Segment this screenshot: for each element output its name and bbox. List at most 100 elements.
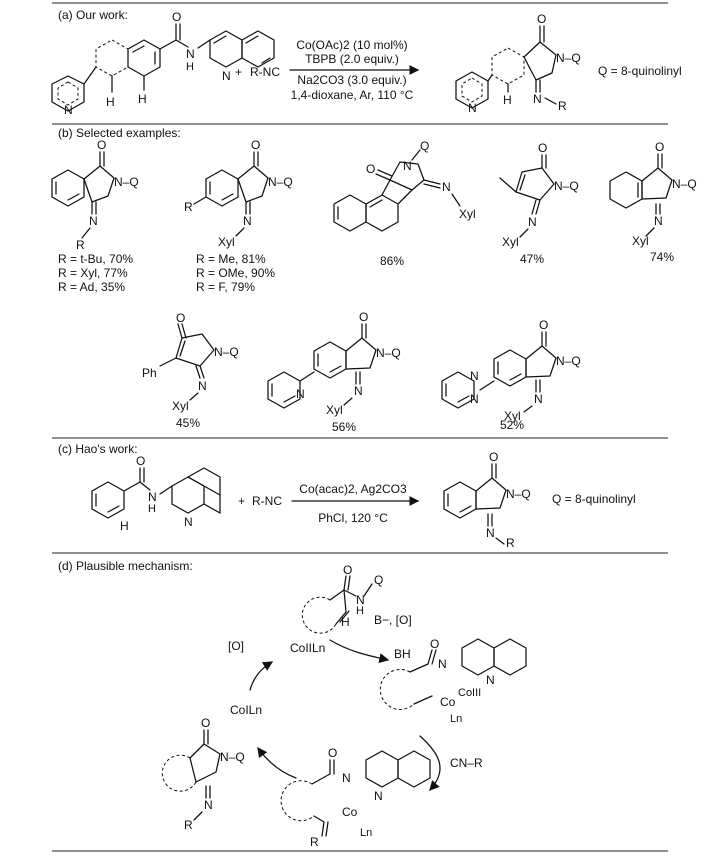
atom-r: R [184,200,193,214]
ex4-yield: 47% [520,252,544,266]
atom-q: Q [420,139,429,153]
atom-n: N [374,789,383,803]
isocyanide-insertion: CN–R [450,756,483,770]
oxidant-o: [O] [228,639,244,653]
cobalt-i: CoILn [230,703,262,717]
atom-n: N [470,369,479,383]
atom-co: Co [440,695,456,709]
ex8-yield: 52% [500,418,524,432]
atom-n: N [89,214,98,228]
atom-xyl: Xyl [459,207,476,221]
atom-xyl: Xyl [504,409,521,423]
atom-r: R [184,818,193,832]
section-d-title: (d) Plausible mechanism: [58,559,193,573]
atom-n: N [186,47,195,61]
ex2-line2: R = OMe, 90% [196,266,275,280]
atom-h: H [341,615,350,629]
byproduct-bh: BH [394,647,411,661]
mech-product: O N–Q N R [161,716,245,832]
cobalt-iii-label: CoIII [458,687,481,699]
ex3-yield: 86% [380,254,404,268]
atom-xyl: Xyl [632,234,649,248]
condition-c1: Co(acac)2, Ag2CO3 [299,482,407,496]
atom-q: Q [374,573,383,587]
atom-o: O [251,138,260,152]
example-2: R O N–Q N Xyl R = Me, 81% R = OMe, 90% R… [184,138,293,294]
atom-n: N [296,387,305,401]
ex6-yield: 45% [176,416,200,430]
atom-r: R [506,536,515,550]
atom-n: N [654,214,663,228]
atom-n: N [64,103,73,117]
atom-nq: N–Q [556,51,581,65]
section-dividers [52,2,668,852]
condition-solvent: 1,4-dioxane, Ar, 110 °C [291,88,414,102]
atom-n: N [528,215,537,229]
reagent-isocyanide-c: R-NC [252,494,282,508]
cobalt-ii: CoIILn [290,641,325,655]
atom-n: N [148,490,157,504]
atom-n: N [468,101,477,115]
atom-nq: N–Q [214,345,239,359]
atom-o: O [172,10,181,24]
example-7: N O N–Q N Xyl 56% [267,310,401,434]
atom-xyl: Xyl [218,235,235,249]
atom-n: N [442,180,451,194]
atom-o: O [328,746,337,760]
atom-n: N [243,214,252,228]
atom-h: H [356,605,364,617]
base-oxidant: B−, [O] [374,613,412,627]
atom-n: N [342,771,351,785]
condition-catalyst: Co(OAc)2 (10 mol%) [296,38,407,52]
ex1-line1: R = t-Bu, 70% [58,252,133,266]
ex2-line1: R = Me, 81% [196,252,266,266]
atom-o: O [655,140,664,154]
atom-o: O [97,138,106,152]
atom-xyl: Xyl [502,235,519,249]
ex1-line3: R = Ad, 35% [58,280,125,294]
atom-nq: N–Q [220,750,245,764]
atom-o: O [539,318,548,332]
atom-nq: N–Q [554,179,579,193]
atom-r: R [310,835,319,849]
conditions-a: Co(OAc)2 (10 mol%) TBPB (2.0 equiv.) Na2… [289,38,420,102]
condition-base: Na2CO3 (3.0 equiv.) [297,73,406,87]
example-4: O N–Q N Xyl 47% [499,141,579,266]
example-1: O N–Q N R R = t-Bu, 70% R = Xyl, 77% R =… [51,138,139,294]
section-a-title: (a) Our work: [58,8,128,22]
atom-n: N [184,515,193,529]
ex7-yield: 56% [332,420,356,434]
condition-c2: PhCl, 120 °C [318,511,388,525]
atom-n: N [222,69,231,83]
example-5: O N–Q N Xyl 74% [609,140,697,264]
ex5-yield: 74% [650,250,674,264]
atom-o: O [359,310,368,324]
atom-xyl: Xyl [172,399,189,413]
atom-o: O [343,563,352,577]
plus-sign: + [235,65,242,79]
ligand-ln: Ln [360,827,372,839]
atom-co: Co [342,805,358,819]
atom-n: N [204,798,213,812]
atom-n: N [403,159,412,173]
atom-nq: N–Q [114,175,139,189]
mech-insertion-intermediate: O N N R Co Ln [280,746,431,849]
atom-o: O [538,141,547,155]
atom-o: O [430,637,439,651]
q-definition-c: Q = 8-quinolinyl [552,492,636,506]
atom-o: O [366,162,375,176]
example-6: Ph O N–Q N Xyl 45% [142,311,239,430]
atom-h: H [106,95,115,109]
conditions-c: Co(acac)2, Ag2CO3 PhCl, 120 °C [291,482,420,525]
atom-o: O [537,12,546,26]
atom-n: N [356,593,365,607]
atom-h: H [120,519,129,533]
atom-n: N [470,392,479,406]
panel-c-substrate: H O N H N [91,454,221,533]
atom-o: O [201,716,210,730]
atom-h: H [503,93,512,107]
ex1-line2: R = Xyl, 77% [58,266,128,280]
atom-nq: N–Q [268,175,293,189]
atom-n: N [534,392,543,406]
atom-nq: N–Q [672,177,697,191]
